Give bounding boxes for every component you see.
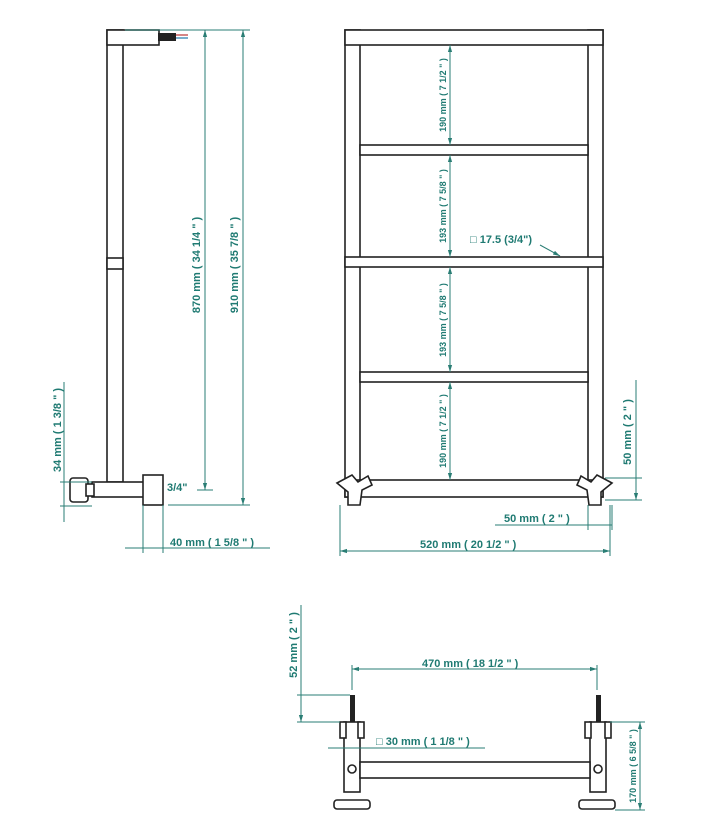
- dim-470: 470 mm ( 18 1/2 " ): [422, 658, 519, 670]
- cable-connector: [158, 33, 176, 41]
- dim-910: 910 mm ( 35 7/8 " ): [229, 217, 241, 314]
- left-foot-pad: [333, 799, 371, 810]
- front-view: 190 mm ( 7 1/2 " ) 193 mm ( 7 5/8 " ) 19…: [335, 29, 642, 556]
- bar-size-label: □ 17.5 (3/4"): [470, 234, 532, 246]
- bar: [344, 256, 604, 268]
- dim-width: 520 mm ( 20 1/2 " ): [420, 539, 517, 551]
- side-top-bar: [106, 29, 160, 46]
- side-joint: [106, 257, 124, 270]
- bar: [359, 144, 589, 156]
- dim-foot-height: 50 mm ( 2 " ): [622, 399, 634, 465]
- dim-870: 870 mm ( 34 1/4 " ): [191, 217, 203, 314]
- right-base-post: [589, 721, 607, 793]
- dim-34: 34 mm ( 1 3/8 " ): [52, 388, 64, 472]
- dim-170: 170 mm ( 6 5/8 " ): [628, 729, 638, 803]
- bottom-view: 470 mm ( 18 1/2 " ) 52 mm ( 2 " ) □ 30 m…: [288, 605, 645, 811]
- dim-foot-width: 50 mm ( 2 " ): [504, 513, 570, 525]
- right-foot: [575, 473, 614, 506]
- bottom-rail: [344, 479, 604, 498]
- side-view: 870 mm ( 34 1/4 " ) 910 mm ( 35 7/8 " ) …: [52, 29, 270, 553]
- dim-30: □ 30 mm ( 1 1/8 " ): [376, 736, 470, 748]
- dim-40: 40 mm ( 1 5/8 " ): [170, 537, 254, 549]
- base-bar: [359, 761, 591, 779]
- dim-spacing-3: 193 mm ( 7 5/8 " ): [438, 283, 448, 357]
- side-bottom-pipe: [91, 481, 145, 498]
- top-rail: [344, 29, 604, 46]
- dim-spacing-1: 190 mm ( 7 1/2 " ): [438, 58, 448, 132]
- dim-52: 52 mm ( 2 " ): [288, 612, 300, 678]
- right-foot-pad: [578, 799, 616, 810]
- left-pin: [350, 695, 355, 722]
- connection-label: 3/4": [167, 482, 188, 494]
- dim-spacing-2: 193 mm ( 7 5/8 " ): [438, 169, 448, 243]
- right-pin: [596, 695, 601, 722]
- side-tube: [106, 29, 124, 483]
- left-foot: [335, 473, 374, 506]
- side-connector-box: [142, 474, 164, 506]
- bar: [359, 371, 589, 383]
- dim-spacing-4: 190 mm ( 7 1/2 " ): [438, 394, 448, 468]
